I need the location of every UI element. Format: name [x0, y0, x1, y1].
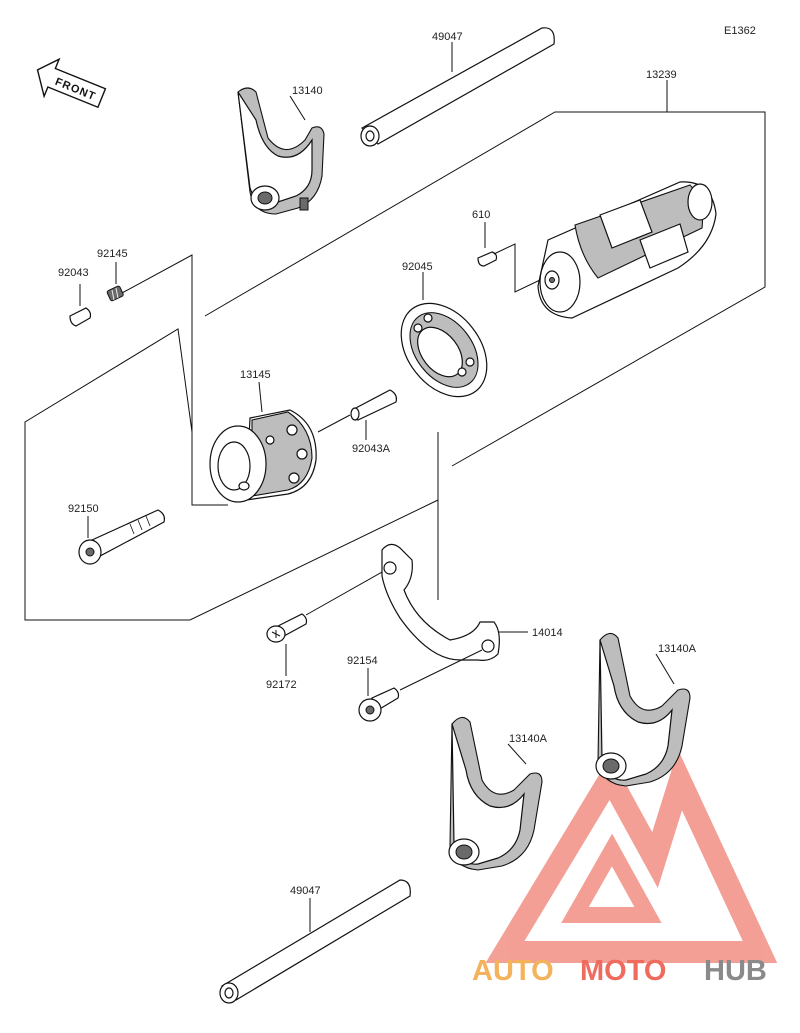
label-bolt: 92150 — [68, 503, 99, 515]
watermark-text: AUTO MOTO HUB — [472, 955, 767, 987]
diagram-code: E1362 — [724, 25, 756, 37]
shift-fork-right[interactable]: 13140A — [595, 632, 697, 787]
holder-14014[interactable]: 14014 — [305, 543, 563, 691]
assembly-outline — [24, 111, 766, 621]
label-bolt-small: 92154 — [347, 655, 378, 667]
screw-92172[interactable]: 92172 — [266, 613, 308, 691]
shift-fork-top[interactable]: 13140 — [237, 85, 325, 215]
shift-drum[interactable]: 13239 — [537, 69, 717, 319]
label-cam: 13145 — [240, 369, 271, 381]
watermark-logo — [485, 749, 778, 963]
label-spring: 92145 — [97, 248, 128, 260]
shift-cam-13145[interactable]: 13145 — [209, 369, 317, 503]
watermark-auto: AUTO — [472, 955, 554, 987]
label-pin-b: 92043A — [352, 443, 391, 455]
watermark-moto: MOTO — [580, 955, 666, 987]
bearing-92045[interactable]: 92045 — [384, 261, 505, 413]
watermark-hub: HUB — [704, 955, 767, 987]
spring-92145[interactable]: 92145 — [97, 248, 128, 302]
pin-92043[interactable]: 92043 — [58, 267, 92, 327]
label-pin-610: 610 — [472, 209, 490, 221]
front-arrow-icon: FRONT — [36, 57, 107, 109]
shaft-top[interactable]: 49047 — [360, 27, 555, 147]
label-holder: 14014 — [532, 627, 563, 639]
bolt-92150[interactable]: 92150 — [68, 503, 165, 565]
shift-fork-mid[interactable]: 13140A — [448, 716, 548, 871]
shaft-bottom[interactable]: 49047 — [219, 879, 411, 1004]
pin-92043A[interactable]: 92043A — [317, 389, 397, 455]
bolt-92154[interactable]: 92154 — [347, 655, 400, 722]
pin-610[interactable]: 610 — [472, 209, 541, 293]
label-shaft-bottom: 49047 — [290, 885, 321, 897]
label-fork-right: 13140A — [658, 643, 697, 655]
label-pin-a: 92043 — [58, 267, 89, 279]
label-fork-top: 13140 — [292, 85, 323, 97]
label-drum: 13239 — [646, 69, 677, 81]
label-shaft-top: 49047 — [432, 31, 463, 43]
label-bearing: 92045 — [402, 261, 433, 273]
label-screw: 92172 — [266, 679, 297, 691]
label-fork-mid: 13140A — [509, 733, 548, 745]
